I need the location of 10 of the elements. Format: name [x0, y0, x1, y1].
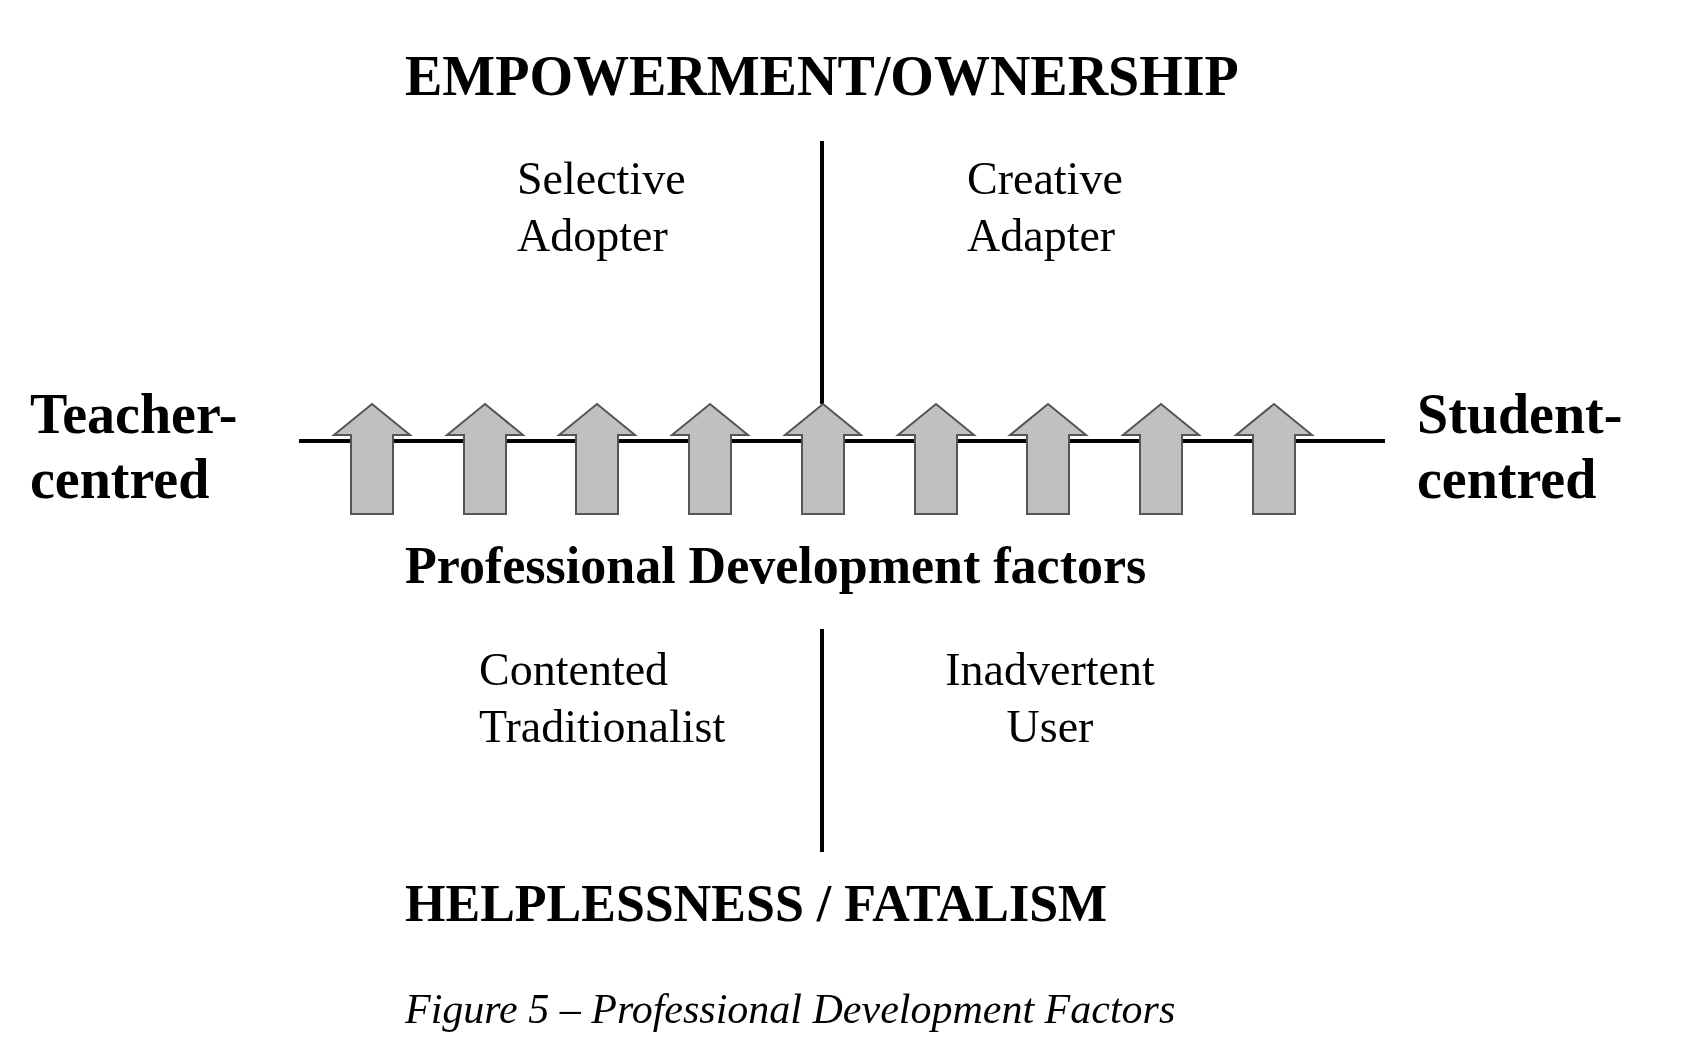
axis-label: Student-centred	[1417, 382, 1624, 512]
quadrant-label: Creative Adapter	[967, 152, 1124, 263]
quadrant-label: Contented Traditionalist	[479, 643, 727, 754]
figure-caption: Figure 5 – Professional Development Factors	[405, 985, 1176, 1033]
arrows-label: Professional Development factors	[405, 536, 1147, 596]
quadrant-label: Selective Adopter	[517, 152, 687, 263]
axis-label: EMPOWERMENT/OWNERSHIP	[405, 44, 1239, 108]
axis-label: Teacher-centred	[30, 382, 239, 512]
quadrant-label: Inadvertent User	[944, 643, 1156, 754]
axis-label: HELPLESSNESS / FATALISM	[405, 874, 1108, 934]
